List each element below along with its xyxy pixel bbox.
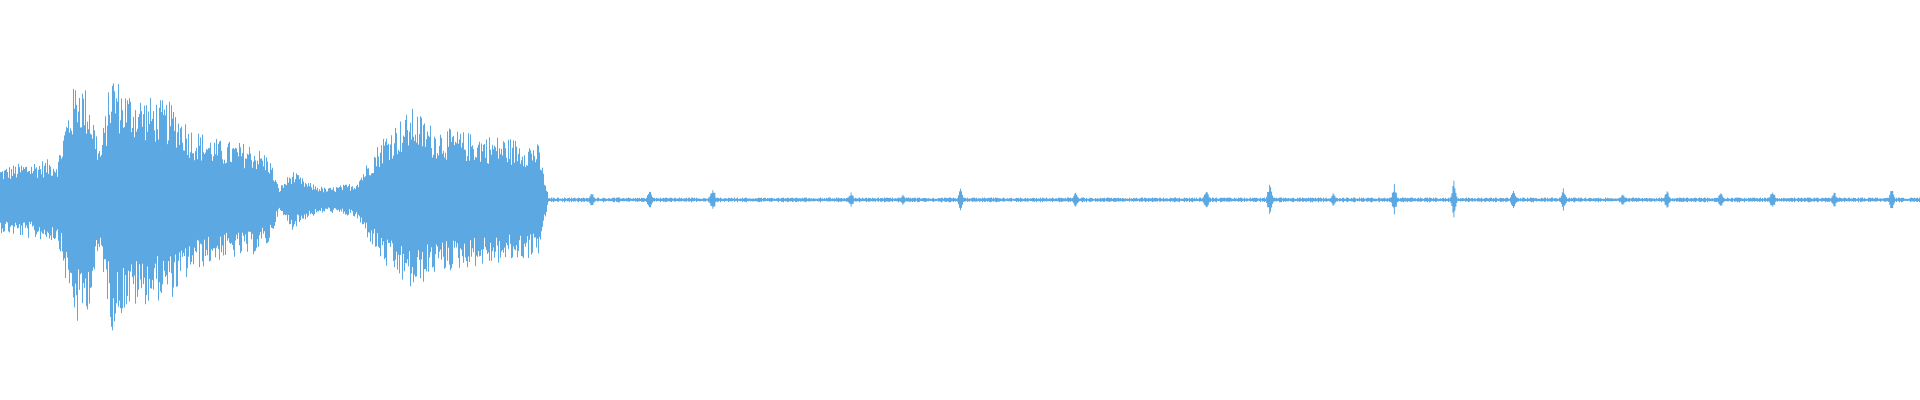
waveform-transient (1510, 191, 1517, 209)
waveform-transient (1769, 192, 1777, 207)
waveform-transient (1619, 194, 1627, 205)
waveform-transient (1266, 184, 1274, 214)
waveform-transient (588, 194, 596, 206)
waveform-transient (646, 191, 653, 208)
waveform-transient (1888, 191, 1896, 209)
waveform-transient (1329, 193, 1337, 206)
waveform-transient (1830, 192, 1838, 207)
waveform-transient (1202, 192, 1210, 208)
waveform-transient (1450, 180, 1458, 218)
waveform-transient (1390, 184, 1398, 215)
waveform-transient (1559, 188, 1567, 211)
waveform-transient (709, 190, 717, 209)
waveform-samples (0, 83, 1920, 331)
waveform-transient (1717, 193, 1725, 206)
waveform-transient (1663, 191, 1671, 208)
waveform-transient (1072, 192, 1080, 207)
waveform-transient (957, 188, 964, 211)
waveform-transient (899, 194, 907, 205)
waveform-transient (847, 192, 855, 207)
